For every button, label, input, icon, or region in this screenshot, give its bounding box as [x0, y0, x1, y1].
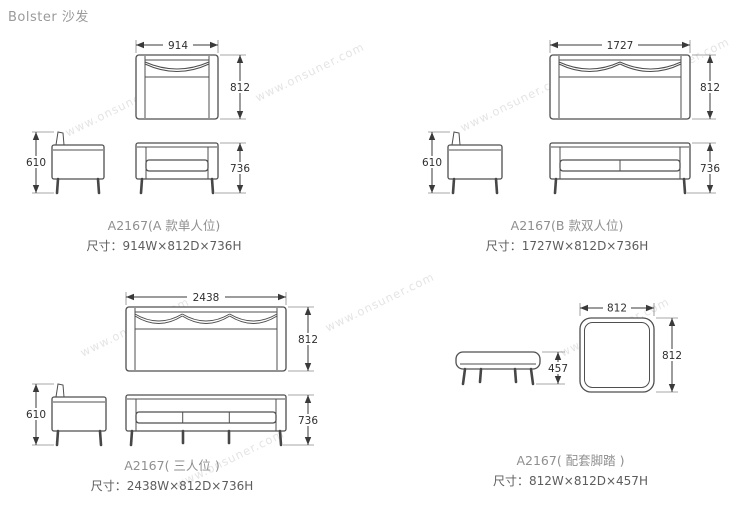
- dim-depth-label: 812: [230, 82, 250, 94]
- dim-depth: 812: [656, 317, 686, 393]
- dim-height: 457: [536, 351, 572, 385]
- dim-height-label: 736: [230, 163, 250, 175]
- dim-width: 2438: [125, 291, 287, 305]
- top-view: [125, 306, 287, 372]
- dim-height-label: 736: [298, 415, 318, 427]
- dim-depth-label: 812: [662, 350, 682, 362]
- front-view: [549, 142, 691, 195]
- dim-depth: 812: [288, 306, 322, 372]
- dim-height-label: 736: [700, 163, 720, 175]
- dim-depth: 812: [692, 54, 724, 120]
- side-view: [455, 351, 541, 386]
- panel-three-seat: 2438 812 610: [20, 285, 324, 500]
- top-view: [579, 317, 655, 393]
- dim-height: 736: [283, 394, 322, 446]
- page-title: Bolster 沙发: [8, 10, 89, 25]
- dim-width-label: 812: [607, 303, 627, 315]
- dim-height: 736: [687, 142, 724, 194]
- caption-two-seat: A2167(B 款双人位): [510, 218, 624, 233]
- side-view: [447, 131, 503, 195]
- ottoman-drawing: 457 812 812: [455, 302, 686, 393]
- single-seat-drawing: 914 812 610: [22, 39, 254, 195]
- two-seat-drawing: 1727 812 610: [418, 39, 724, 195]
- caption-three-seat: A2167( 三人位 ): [124, 458, 220, 473]
- caption-single-seat: A2167(A 款单人位): [107, 218, 221, 233]
- top-view: [135, 54, 219, 120]
- panel-single-seat: 914 812 610: [18, 33, 310, 263]
- caption-ottoman: A2167( 配套脚踏 ): [516, 453, 625, 468]
- dim-depth: 812: [220, 54, 254, 120]
- side-view: [51, 131, 105, 195]
- front-view: [125, 394, 287, 447]
- dim-side-height: 610: [22, 383, 54, 446]
- dim-side-height: 610: [418, 131, 450, 194]
- front-view: [135, 142, 219, 195]
- dim-depth-label: 812: [700, 82, 720, 94]
- three-seat-drawing: 2438 812 610: [22, 291, 322, 447]
- dim-depth-label: 812: [298, 334, 318, 346]
- top-view: [549, 54, 691, 120]
- size-ottoman: 尺寸：812W×812D×457H: [493, 474, 648, 488]
- dim-side-height: 610: [22, 131, 54, 194]
- panel-two-seat: 1727 812 610: [410, 33, 724, 263]
- watermark-text: www.onsuner.com: [322, 269, 437, 335]
- dim-height-label: 457: [548, 363, 568, 375]
- size-single-seat: 尺寸：914W×812D×736H: [86, 239, 242, 253]
- panel-ottoman: 457 812 812 A2167( 配套脚踏 ) 尺寸：812W×812D×4…: [428, 300, 713, 500]
- dim-side-height-label: 610: [26, 157, 46, 169]
- dim-width: 812: [579, 302, 655, 316]
- dim-width: 1727: [549, 39, 691, 53]
- dim-width-label: 2438: [193, 292, 220, 304]
- dim-height: 736: [215, 142, 254, 194]
- dim-side-height-label: 610: [26, 409, 46, 421]
- size-two-seat: 尺寸：1727W×812D×736H: [485, 239, 649, 253]
- dim-width-label: 1727: [607, 40, 634, 52]
- dim-side-height-label: 610: [422, 157, 442, 169]
- dim-width-label: 914: [168, 40, 188, 52]
- dim-width: 914: [135, 39, 219, 53]
- side-view: [51, 383, 107, 447]
- size-three-seat: 尺寸：2438W×812D×736H: [90, 479, 254, 493]
